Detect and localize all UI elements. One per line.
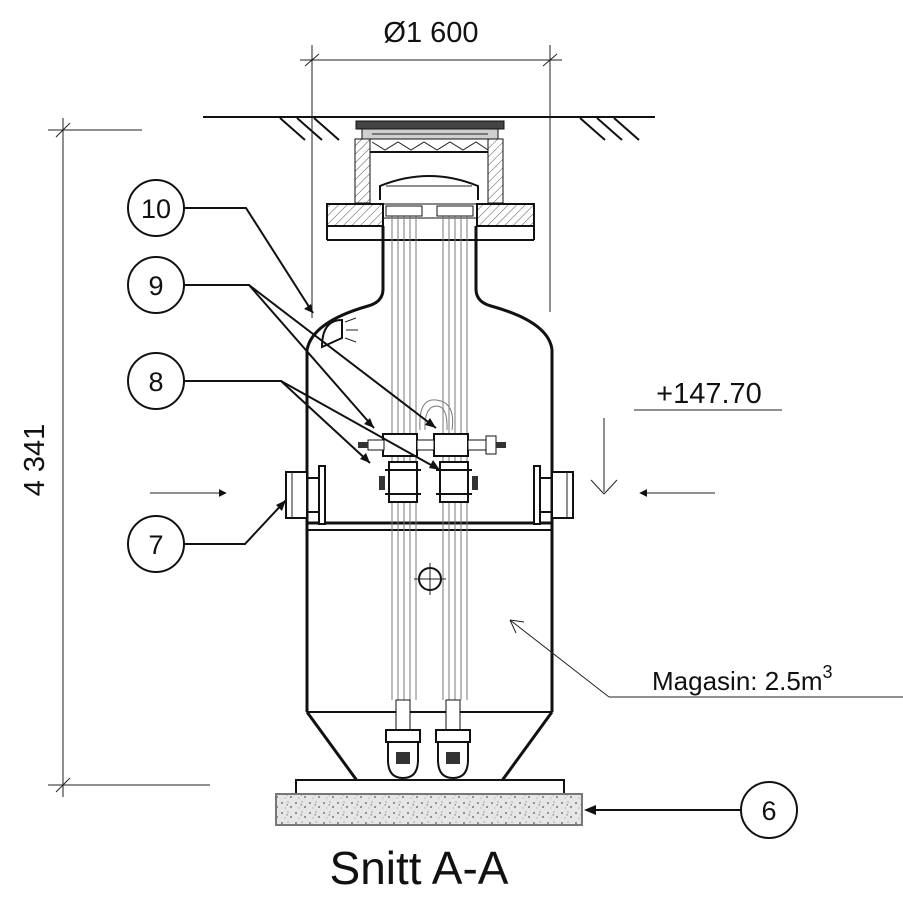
callout-8-label: 8	[148, 367, 163, 397]
height-label: 4 341	[19, 424, 51, 497]
foundation-texture	[277, 795, 581, 824]
concrete-slab	[326, 203, 535, 241]
level-indicator	[414, 563, 446, 595]
height-dimension	[48, 118, 210, 797]
manhole-cover	[354, 120, 505, 204]
callout-7-label: 7	[148, 530, 163, 560]
diameter-label: Ø1 600	[383, 17, 478, 49]
callout-9	[127, 256, 437, 429]
ground-line	[203, 116, 655, 141]
elevation-marker	[590, 409, 782, 495]
callout-9-label: 9	[148, 271, 163, 301]
inlet-pipes	[285, 465, 574, 525]
bottom-valves	[385, 699, 471, 780]
elevation-label: +147.70	[656, 378, 762, 410]
callout-8	[127, 352, 441, 471]
storage-leader	[509, 619, 903, 698]
callout-6	[584, 781, 798, 839]
storage-label: Magasin: 2.5m3	[652, 662, 833, 696]
callout-10	[127, 179, 314, 314]
callout-7	[127, 499, 287, 573]
callout-6-label: 6	[761, 796, 776, 826]
storage-exponent: 3	[823, 662, 833, 682]
section-title: Snitt A-A	[330, 842, 509, 894]
diameter-dimension	[300, 45, 562, 318]
valve-assembly	[358, 399, 506, 503]
chamber-body	[295, 226, 565, 795]
callout-10-label: 10	[141, 194, 171, 224]
